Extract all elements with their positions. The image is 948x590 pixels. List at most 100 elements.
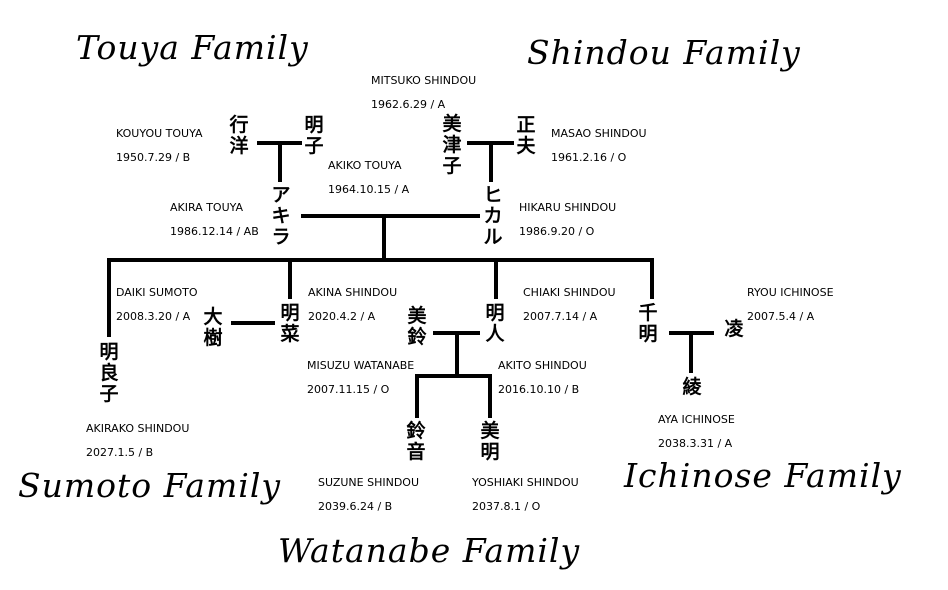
kanji-char: 明 — [99, 341, 119, 363]
person-birth-blood: 1986.12.14 / AB — [170, 225, 259, 238]
person-birth-blood: 2037.8.1 / O — [472, 500, 541, 513]
kanji-char: 子 — [99, 383, 119, 405]
akira-info: AKIRA TOUYA 1986.12.14 / AB — [170, 196, 259, 244]
kanji-char: 樹 — [203, 327, 223, 349]
kanji-char: 明 — [485, 302, 505, 324]
yoshiaki-kanji: 美 明 — [478, 421, 502, 463]
kanji-char: 凌 — [724, 318, 744, 340]
kanji-char: カ — [483, 205, 503, 227]
person-name: AKIRA TOUYA — [170, 201, 244, 214]
hikaru-info: HIKARU SHINDOU 1986.9.20 / O — [519, 196, 616, 244]
kanji-char: 明 — [638, 323, 658, 345]
kanji-char: 美 — [407, 305, 427, 327]
kanji-char: 明 — [480, 441, 500, 463]
kanji-char: 鈴 — [406, 420, 426, 442]
person-birth-blood: 2007.7.14 / A — [523, 310, 598, 323]
kanji-char: 正 — [516, 114, 536, 136]
kanji-char: 明 — [304, 114, 324, 136]
person-birth-blood: 1961.2.16 / O — [551, 151, 627, 164]
kouyou-kanji: 行 洋 — [227, 115, 251, 157]
kanji-char: 千 — [638, 302, 658, 324]
kanji-char: 子 — [442, 155, 462, 177]
kanji-char: 美 — [442, 113, 462, 135]
person-birth-blood: 1964.10.15 / A — [328, 183, 410, 196]
ryou-info: RYOU ICHINOSE 2007.5.4 / A — [747, 281, 834, 329]
person-birth-blood: 2016.10.10 / B — [498, 383, 580, 396]
kanji-char: 綾 — [682, 376, 702, 398]
kanji-char: 音 — [406, 441, 426, 463]
kanji-char: 人 — [485, 323, 505, 345]
kouyou-info: KOUYOU TOUYA 1950.7.29 / B — [116, 122, 202, 170]
hikaru-kanji: ヒ カ ル — [481, 185, 505, 248]
yoshiaki-info: YOSHIAKI SHINDOU 2037.8.1 / O — [472, 471, 579, 519]
daiki-info: DAIKI SUMOTO 2008.3.20 / A — [116, 281, 198, 329]
kanji-char: 明 — [280, 302, 300, 324]
person-birth-blood: 1986.9.20 / O — [519, 225, 595, 238]
person-name: DAIKI SUMOTO — [116, 286, 198, 299]
kanji-char: 洋 — [229, 135, 249, 157]
person-name: SUZUNE SHINDOU — [318, 476, 420, 489]
misuzu-kanji: 美 鈴 — [405, 306, 429, 348]
touya-family-title: Touya Family — [76, 28, 309, 67]
akiko-info: AKIKO TOUYA 1964.10.15 / A — [328, 154, 409, 202]
akirako-kanji: 明 良 子 — [97, 342, 121, 405]
person-name: MASAO SHINDOU — [551, 127, 647, 140]
person-name: AKIRAKO SHINDOU — [86, 422, 190, 435]
person-name: YOSHIAKI SHINDOU — [472, 476, 579, 489]
aya-info: AYA ICHINOSE 2038.3.31 / A — [658, 408, 735, 456]
aya-kanji: 綾 — [680, 377, 704, 398]
person-name: AKINA SHINDOU — [308, 286, 398, 299]
person-birth-blood: 1962.6.29 / A — [371, 98, 446, 111]
person-birth-blood: 2007.5.4 / A — [747, 310, 815, 323]
watanabe-family-title: Watanabe Family — [278, 531, 581, 570]
akirako-info: AKIRAKO SHINDOU 2027.1.5 / B — [86, 417, 189, 465]
kanji-char: 菜 — [280, 323, 300, 345]
person-name: RYOU ICHINOSE — [747, 286, 834, 299]
mitsuko-info: MITSUKO SHINDOU 1962.6.29 / A — [371, 69, 476, 117]
person-name: MITSUKO SHINDOU — [371, 74, 477, 87]
kanji-char: 良 — [99, 362, 119, 384]
akiko-kanji: 明 子 — [302, 115, 326, 157]
person-name: AKITO SHINDOU — [498, 359, 587, 372]
kanji-char: 美 — [480, 420, 500, 442]
person-birth-blood: 2038.3.31 / A — [658, 437, 733, 450]
kanji-char: 夫 — [516, 135, 536, 157]
ichinose-family-title: Ichinose Family — [624, 456, 902, 495]
kanji-char: ラ — [271, 226, 291, 248]
person-birth-blood: 1950.7.29 / B — [116, 151, 191, 164]
person-name: AYA ICHINOSE — [658, 413, 735, 426]
person-name: AKIKO TOUYA — [328, 159, 402, 172]
daiki-kanji: 大 樹 — [201, 307, 225, 349]
person-birth-blood: 2008.3.20 / A — [116, 310, 191, 323]
sumoto-family-title: Sumoto Family — [18, 466, 282, 505]
kanji-char: ア — [271, 184, 291, 206]
masao-info: MASAO SHINDOU 1961.2.16 / O — [551, 122, 647, 170]
masao-kanji: 正 夫 — [514, 115, 538, 157]
kanji-char: 津 — [442, 134, 462, 156]
person-name: MISUZU WATANABE — [307, 359, 415, 372]
person-name: HIKARU SHINDOU — [519, 201, 617, 214]
shindou-family-title: Shindou Family — [527, 33, 801, 72]
ryou-kanji: 凌 — [722, 319, 746, 340]
chiaki-info: CHIAKI SHINDOU 2007.7.14 / A — [523, 281, 616, 329]
kanji-char: ル — [483, 226, 503, 248]
chiaki-kanji: 千 明 — [636, 303, 660, 345]
kanji-char: 子 — [304, 135, 324, 157]
kanji-char: 鈴 — [407, 326, 427, 348]
suzune-info: SUZUNE SHINDOU 2039.6.24 / B — [318, 471, 419, 519]
akina-kanji: 明 菜 — [278, 303, 302, 345]
akina-info: AKINA SHINDOU 2020.4.2 / A — [308, 281, 397, 329]
akira-kanji: ア キ ラ — [269, 185, 293, 248]
person-birth-blood: 2039.6.24 / B — [318, 500, 393, 513]
mitsuko-kanji: 美 津 子 — [440, 114, 464, 177]
misuzu-info: MISUZU WATANABE 2007.11.15 / O — [307, 354, 414, 402]
kanji-char: キ — [271, 205, 291, 227]
akito-info: AKITO SHINDOU 2016.10.10 / B — [498, 354, 587, 402]
suzune-kanji: 鈴 音 — [404, 421, 428, 463]
person-name: CHIAKI SHINDOU — [523, 286, 616, 299]
kanji-char: 行 — [229, 114, 249, 136]
person-birth-blood: 2020.4.2 / A — [308, 310, 376, 323]
person-birth-blood: 2027.1.5 / B — [86, 446, 154, 459]
person-name: KOUYOU TOUYA — [116, 127, 203, 140]
